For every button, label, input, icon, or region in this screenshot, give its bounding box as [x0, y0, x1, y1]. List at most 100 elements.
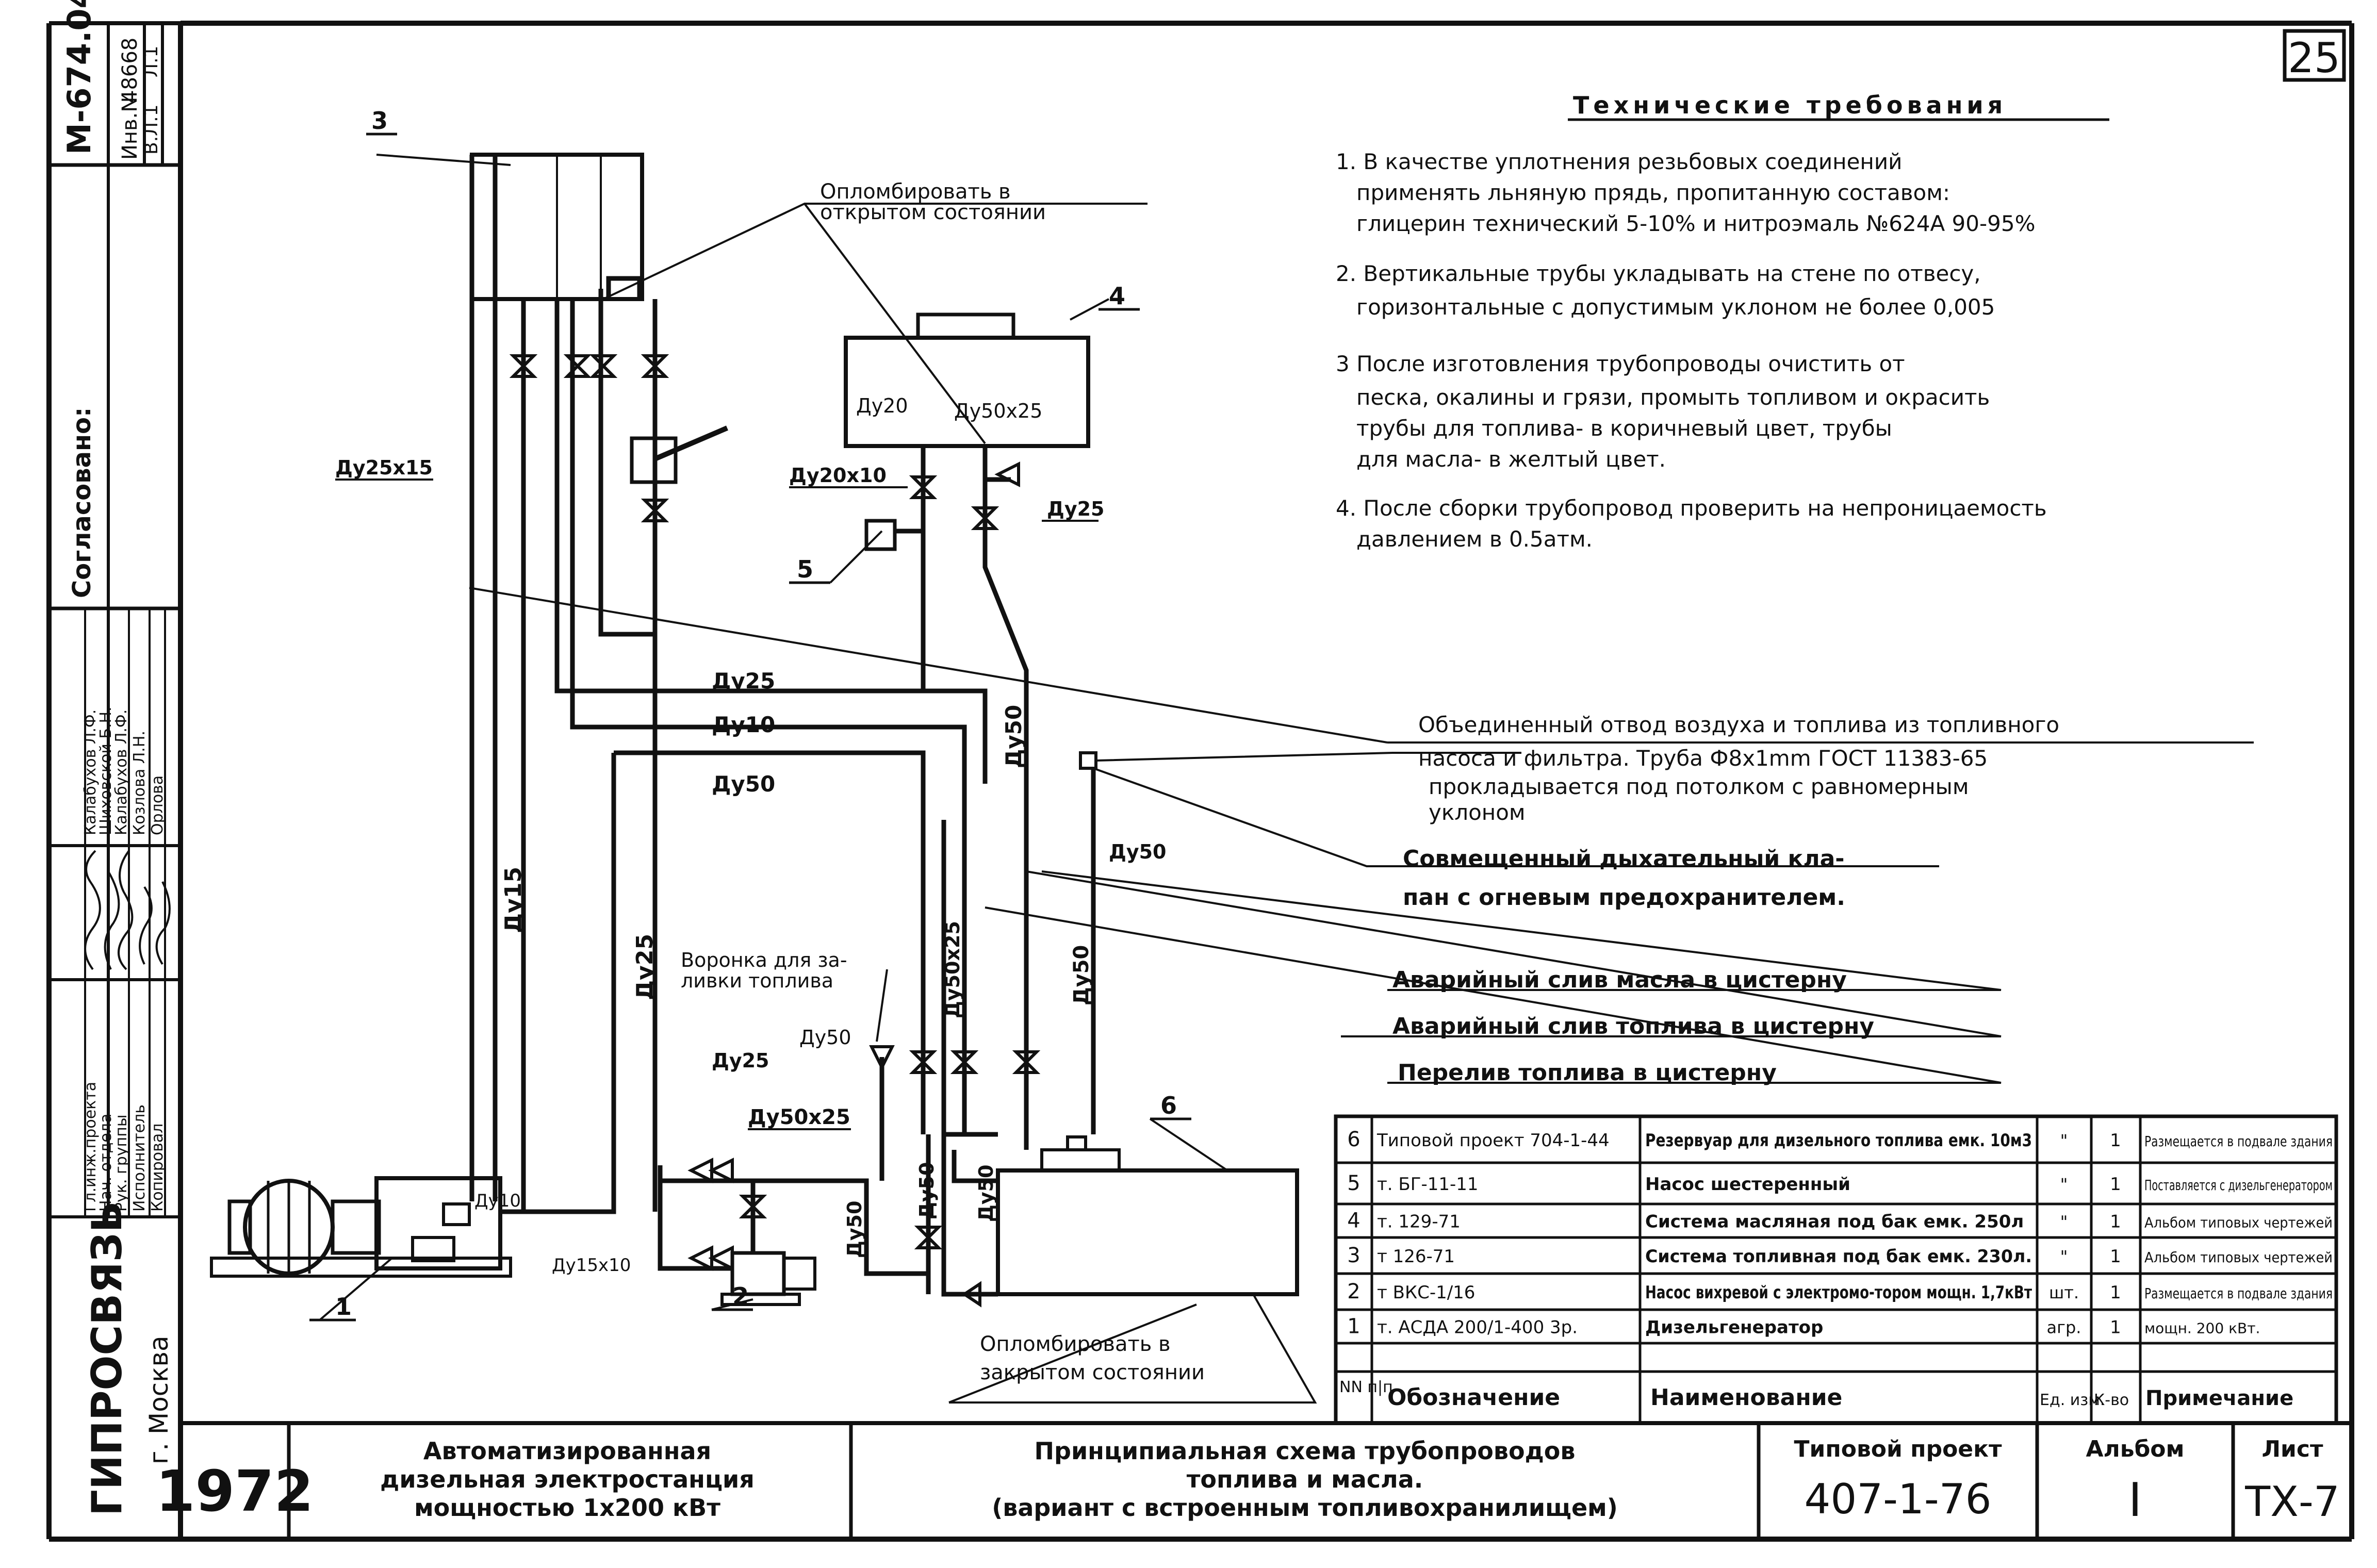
req-2-line-2: горизонтальные с допустимым уклоном не б… [1356, 294, 1995, 320]
spec-cell-r0-c1: Типовой проект 704-1-44 [1376, 1130, 1610, 1151]
name-4: Орлова [149, 775, 167, 835]
spec-cell-r0-c4: 1 [2110, 1130, 2121, 1151]
agreed-label: Согласовано: [68, 407, 96, 598]
callout-4: 4 [1109, 282, 1125, 310]
spec-cell-r1-c5: Поставляется с дизельгенератором [2144, 1177, 2333, 1194]
spec-cell-r4-c3: шт. [2049, 1283, 2079, 1302]
spec-cell-r4-c4: 1 [2110, 1282, 2121, 1303]
spec-cell-r4-c0: 2 [1347, 1280, 1360, 1303]
pipe-d50x25-top: Ду50х25 [954, 400, 1042, 422]
req-1-line-1: 1. В качестве уплотнения резьбовых соеди… [1336, 149, 1902, 174]
header-unit: Ед. изм. [2040, 1391, 2105, 1409]
oil-tank-4 [844, 336, 1090, 448]
funnel-label-1: Воронка для за- [681, 949, 847, 971]
page-number: 25 [2288, 34, 2340, 82]
name-0: Калабухов Л.Ф. [81, 709, 100, 835]
funnel-label-2: ливки топлива [681, 969, 833, 992]
left-stamp [49, 23, 181, 1218]
pipe-d50-h: Ду50 [712, 771, 775, 797]
sheet-number: ТХ-7 [2244, 1478, 2339, 1526]
station-line-1: Автоматизированная [423, 1437, 711, 1465]
header-designation: Обозначение [1387, 1384, 1560, 1411]
seal-closed-1: Опломбировать в [980, 1332, 1171, 1356]
signature-roles: Гл.инж.проекта Нач. отдела Рук. группы И… [81, 1082, 167, 1212]
spec-cell-r3-c3: " [2060, 1247, 2068, 1266]
breather-valve [1079, 751, 1097, 770]
handwritten-signatures [84, 850, 171, 970]
spec-cell-r3-c4: 1 [2110, 1246, 2121, 1267]
signature-names: Калабухов Л.Ф. Шиховской Б.Н. Калабухов … [81, 706, 167, 835]
spec-cell-r3-c0: 3 [1347, 1244, 1360, 1267]
air-fuel-4: уклоном [1429, 800, 1526, 825]
pipe-d50-right: Ду50 [1109, 840, 1167, 863]
pipe-d25-lower: Ду25 [712, 1049, 769, 1072]
pipe-d50x25-mid: Ду50х25 [941, 921, 964, 1018]
callout-1: 1 [335, 1293, 352, 1321]
breather-2: пан с огневым предохранителем. [1403, 884, 1845, 911]
header-note: Примечание [2145, 1387, 2293, 1410]
air-fuel-1: Объединенный отвод воздуха и топлива из … [1418, 712, 2059, 737]
pipe-d25-vert: Ду25 [632, 934, 658, 1000]
spec-cell-r2-c3: " [2060, 1212, 2068, 1232]
fuel-drain: Аварийный слив топлива в цистерну [1392, 1013, 1874, 1039]
spec-cell-r4-c2: Насос вихревой с электромо-тором мощн. 1… [1645, 1282, 2032, 1303]
spec-cell-r3-c2: Система топливная под бак емк. 230л. [1645, 1246, 2032, 1267]
callout-5: 5 [797, 555, 813, 583]
seal-open-2: открытом состоянии [820, 201, 1046, 224]
pipe-d25x15: Ду25х15 [335, 456, 433, 479]
pipe-d50-pump1: Ду50 [915, 1162, 938, 1220]
spec-cell-r1-c2: Насос шестеренный [1645, 1174, 1850, 1195]
callout-3: 3 [371, 107, 388, 135]
inv-number: 48668 [118, 38, 142, 103]
spec-cell-r4-c5: Размещается в подвале здания [2144, 1285, 2333, 1302]
air-fuel-3: прокладывается под потолком с равномерны… [1429, 774, 1969, 799]
project-label: Типовой проект [1794, 1436, 2002, 1462]
req-3-line-2: песка, окалины и грязи, промыть топливом… [1356, 385, 1990, 410]
spec-cell-r2-c5: Альбом типовых чертежей [2144, 1214, 2333, 1231]
org-city: г. Москва [144, 1335, 174, 1464]
spec-cell-r1-c1: т. БГ-11-11 [1377, 1174, 1479, 1195]
spec-cell-r0-c2: Резервуар для дизельного топлива емк. 10… [1645, 1130, 2032, 1151]
pipe-d25-h: Ду25 [712, 668, 775, 694]
technical-requirements: Технические требования 1. В качестве упл… [1336, 91, 2109, 552]
role-0: Гл.инж.проекта [81, 1082, 100, 1212]
diagram-labels: Опломбировать в открытом состоянии Оплом… [681, 180, 2059, 1384]
spec-cell-r0-c0: 6 [1347, 1128, 1360, 1151]
req-3-line-4: для масла- в желтый цвет. [1356, 447, 1666, 472]
pipe-d50x25-low: Ду50х25 [748, 1105, 850, 1129]
role-1: Нач. отдела [97, 1114, 115, 1212]
callout-2: 2 [732, 1282, 749, 1310]
pipe-d25-right: Ду25 [1047, 498, 1105, 520]
req-3-line-1: 3 После изготовления трубопроводы очисти… [1336, 351, 1905, 376]
callouts: 1 2 3 4 5 6 [309, 107, 1191, 1322]
name-2: Калабухов Л.Ф. [112, 709, 130, 835]
spec-cell-r5-c1: т. АСДА 200/1-400 3р. [1377, 1317, 1578, 1338]
seal-open-1: Опломбировать в [820, 180, 1011, 204]
pipe-d15x10: Ду15х10 [552, 1255, 631, 1276]
req-4-line-2: давлением в 0.5атм. [1356, 526, 1593, 552]
name-3: Козлова Л.Н. [130, 731, 149, 835]
diesel-generator-1 [374, 1176, 502, 1270]
header-nn: NN п|п [1339, 1378, 1393, 1396]
oil-drain: Аварийный слив масла в цистерну [1392, 967, 1847, 993]
spec-cell-r1-c0: 5 [1347, 1171, 1360, 1195]
pipe-d20x10: Ду20х10 [789, 464, 887, 487]
spec-cell-r2-c2: Система масляная под бак емк. 250л [1645, 1212, 2024, 1232]
spec-cell-r0-c5: Размещается в подвале здания [2144, 1133, 2333, 1150]
doc-code: М-674.04.09 [60, 0, 98, 155]
spec-cell-r2-c4: 1 [2110, 1212, 2121, 1232]
l-label: Л.1 [141, 46, 162, 77]
gear-pump-5 [864, 519, 897, 551]
spec-cell-r1-c4: 1 [2110, 1174, 2121, 1195]
spec-cell-r2-c0: 4 [1347, 1209, 1360, 1233]
drawing-title-2: топлива и масла. [1187, 1465, 1423, 1493]
req-4-line-1: 4. После сборки трубопровод проверить на… [1336, 496, 2047, 521]
spec-cell-r5-c4: 1 [2110, 1317, 2121, 1338]
header-qty: К-во [2094, 1391, 2129, 1409]
seal-closed-2: закрытом состоянии [980, 1361, 1205, 1384]
leader-lines [319, 154, 2254, 1404]
overflow-label: Перелив топлива в цистерну [1398, 1060, 1777, 1086]
callout-6: 6 [1160, 1092, 1177, 1119]
spec-cell-r4-c1: т ВКС-1/16 [1377, 1282, 1475, 1303]
